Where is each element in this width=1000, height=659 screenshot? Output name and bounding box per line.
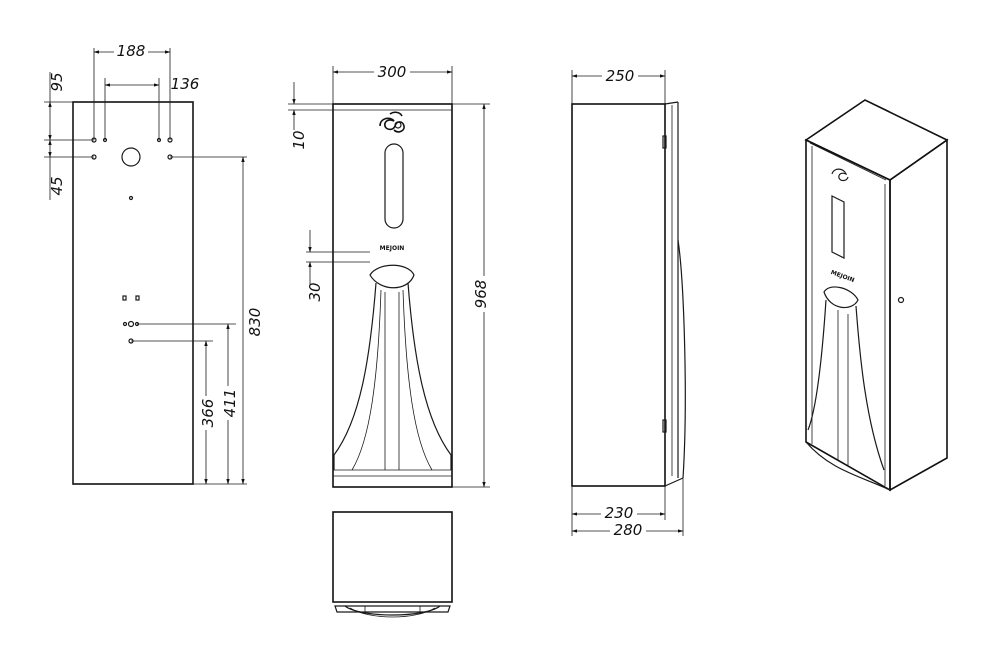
dim-30-label: 30: [306, 282, 324, 301]
dim-188-label: 188: [117, 42, 146, 60]
dim-10-label: 10: [290, 130, 308, 149]
power-hole: [127, 320, 135, 328]
rear-view: 188 136 95 45 830 411 366: [44, 42, 264, 485]
dim-280-label: 280: [614, 521, 643, 539]
dim-95-label: 95: [48, 72, 66, 91]
brand-label: MEJOIN: [380, 245, 405, 252]
dim-411-label: 411: [221, 389, 239, 418]
iso-sensor-window: [831, 195, 845, 259]
lock-icon: [897, 296, 905, 304]
dim-300-label: 300: [378, 63, 407, 81]
sensor-window: [384, 143, 404, 229]
front-body-outline: [332, 103, 453, 488]
cable-entry-hole: [121, 147, 141, 167]
rear-panel-outline: [72, 101, 194, 485]
iso-logo-icon: [831, 168, 849, 182]
side-body-outline: [571, 103, 666, 487]
side-view: 250 230 280: [571, 67, 686, 539]
dim-136-label: 136: [171, 75, 200, 93]
slot: [135, 295, 140, 301]
iso-brand-label: MEJOIN: [830, 269, 856, 284]
dim-45-label: 45: [48, 176, 66, 195]
small-hole: [128, 195, 134, 201]
isometric-view: MEJOIN: [804, 99, 949, 492]
dim-366-label: 366: [199, 399, 217, 428]
dim-230-label: 230: [605, 504, 634, 522]
front-view: MEJOIN 300 10 30 968: [288, 63, 494, 488]
dim-830-label: 830: [246, 308, 264, 337]
dim-968-label: 968: [472, 280, 490, 309]
slot: [122, 295, 127, 301]
dim-250-label: 250: [606, 67, 635, 85]
bottom-body-outline: [332, 511, 453, 603]
bottom-view: [332, 511, 453, 618]
logo-icon: [379, 111, 405, 133]
dispense-opening: [369, 264, 415, 289]
